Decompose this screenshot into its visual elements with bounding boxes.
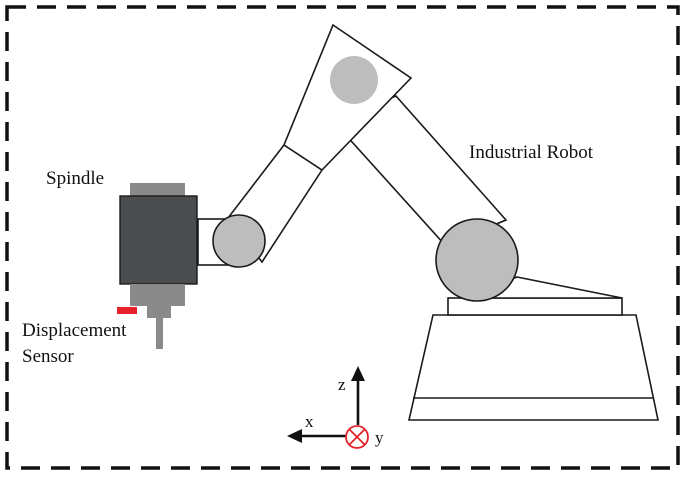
spindle-body <box>119 195 198 285</box>
z-axis-label: z <box>338 375 346 394</box>
displacement-sensor <box>117 307 137 314</box>
wrist-joint <box>212 214 266 268</box>
spindle-nose <box>147 306 171 318</box>
displacement-sensor-label-line2: Sensor <box>22 346 74 367</box>
y-axis-label: y <box>375 428 384 447</box>
dashed-border <box>5 5 680 470</box>
industrial-robot-label: Industrial Robot <box>469 142 594 163</box>
displacement-sensor-label-line1: Displacement <box>22 320 127 341</box>
spindle-assembly <box>119 183 198 349</box>
z-arrowhead-icon <box>351 366 365 381</box>
elbow-joint <box>330 56 378 104</box>
coordinate-axes: z x y <box>287 366 384 449</box>
x-axis-label: x <box>305 412 314 431</box>
spindle-label: Spindle <box>46 168 104 189</box>
spindle-lower-housing <box>130 284 185 306</box>
robot-base <box>407 297 659 421</box>
shoulder-joint <box>435 218 519 302</box>
spindle-tool <box>156 318 163 349</box>
spindle-top-cap <box>130 183 185 196</box>
x-arrowhead-icon <box>287 429 302 443</box>
y-axis-into-page-icon <box>345 425 369 449</box>
